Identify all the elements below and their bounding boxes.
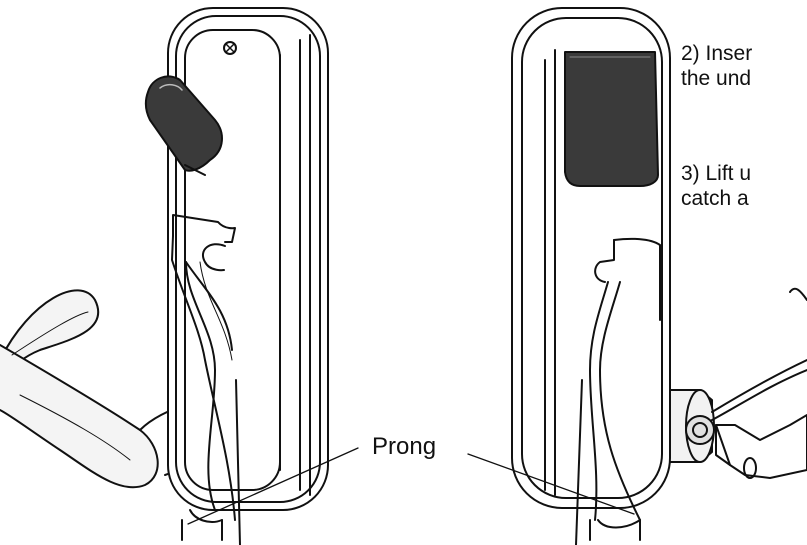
left-escutcheon-plate [167, 7, 329, 511]
step-2-instruction: 2) Inser the und [681, 41, 752, 91]
step-2-line-2: the und [681, 67, 752, 90]
step-2-line-1: 2) Inser [681, 42, 753, 65]
step-3-line-1: 3) Lift u [681, 162, 752, 185]
right-card-reader-panel [564, 51, 659, 187]
prong-label: Prong [372, 433, 437, 460]
step-3-instruction: 3) Lift u catch a [681, 161, 751, 211]
step-3-line-2: catch a [681, 187, 749, 210]
left-clip-spring [171, 214, 241, 545]
left-thumbturn [144, 75, 223, 176]
right-key [715, 414, 807, 479]
right-clip-spring [575, 237, 661, 545]
prong-leader-lines [187, 447, 635, 525]
